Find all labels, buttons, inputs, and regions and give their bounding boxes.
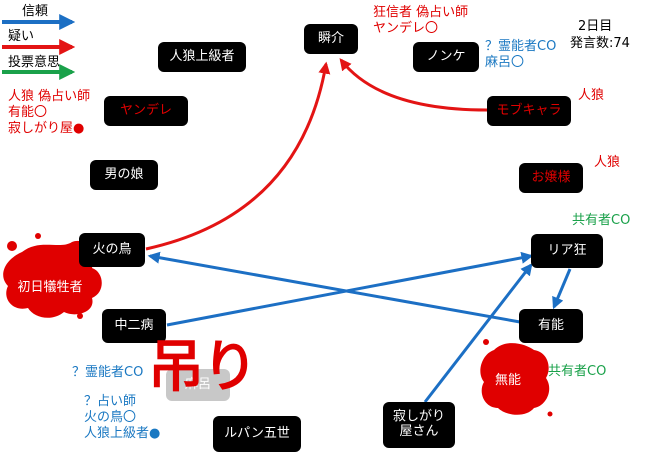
arrow-riajuu-to-yuunou: [552, 268, 572, 310]
node-ojousama: お嬢様: [519, 163, 583, 193]
note-muno: 共有者CO: [548, 364, 607, 379]
arrow-hinotori-to-shunsuke: [145, 61, 331, 251]
node-nonke: ノンケ: [413, 42, 479, 72]
note-shunsuke: 狂信者 偽占い師 ヤンデレ〇: [373, 5, 469, 36]
note-nonke: ？霊能者CO 麻呂〇: [485, 39, 557, 70]
node-shunsuke: 瞬介: [304, 24, 358, 54]
arrow-yuunou-to-hinotori: [147, 251, 521, 324]
day-label: 2日目: [578, 19, 613, 34]
legend-trust-label: 信頼: [22, 4, 49, 19]
note-yandere: 人狼 偽占い師 有能〇 寂しがり屋●: [8, 89, 91, 136]
note-maro-top: ？霊能者CO: [72, 365, 144, 380]
node-maro: 麻呂: [166, 369, 230, 401]
note-mobchara: 人狼: [578, 88, 605, 103]
node-muno: 無能: [494, 372, 521, 388]
node-yuunou: 有能: [519, 309, 583, 343]
arrow-chuunibyou-to-riajuu: [166, 251, 534, 327]
hanged-stamp: 吊り: [148, 335, 258, 400]
legend-doubt-label: 疑い: [8, 29, 35, 44]
node-otokonoko: 男の娘: [90, 160, 158, 190]
node-shonichi: 初日犠牲者: [17, 279, 83, 295]
node-lupin: ルパン五世: [213, 416, 301, 452]
node-mobchara: モブキャラ: [487, 96, 571, 126]
node-samishigariya: 寂しがり 屋さん: [383, 402, 455, 448]
note-riajuu: 共有者CO: [572, 213, 631, 228]
note-maro-bottom: ？占い師 火の鳥〇 人狼上級者●: [84, 394, 161, 441]
note-ojousama: 人狼: [594, 155, 621, 170]
node-chuunibyou: 中二病: [102, 309, 166, 343]
arrow-samishigariya-to-riajuu: [423, 263, 533, 403]
node-jinrou-jokyu: 人狼上級者: [158, 42, 246, 72]
node-yandere: ヤンデレ: [104, 96, 188, 126]
arrow-mobchara-to-shunsuke: [339, 58, 488, 112]
speech-count-label: 発言数:74: [570, 36, 630, 51]
node-riajuu: リア狂: [531, 234, 603, 268]
legend-vote-label: 投票意思: [8, 55, 61, 70]
node-hinotori: 火の鳥: [79, 233, 145, 267]
